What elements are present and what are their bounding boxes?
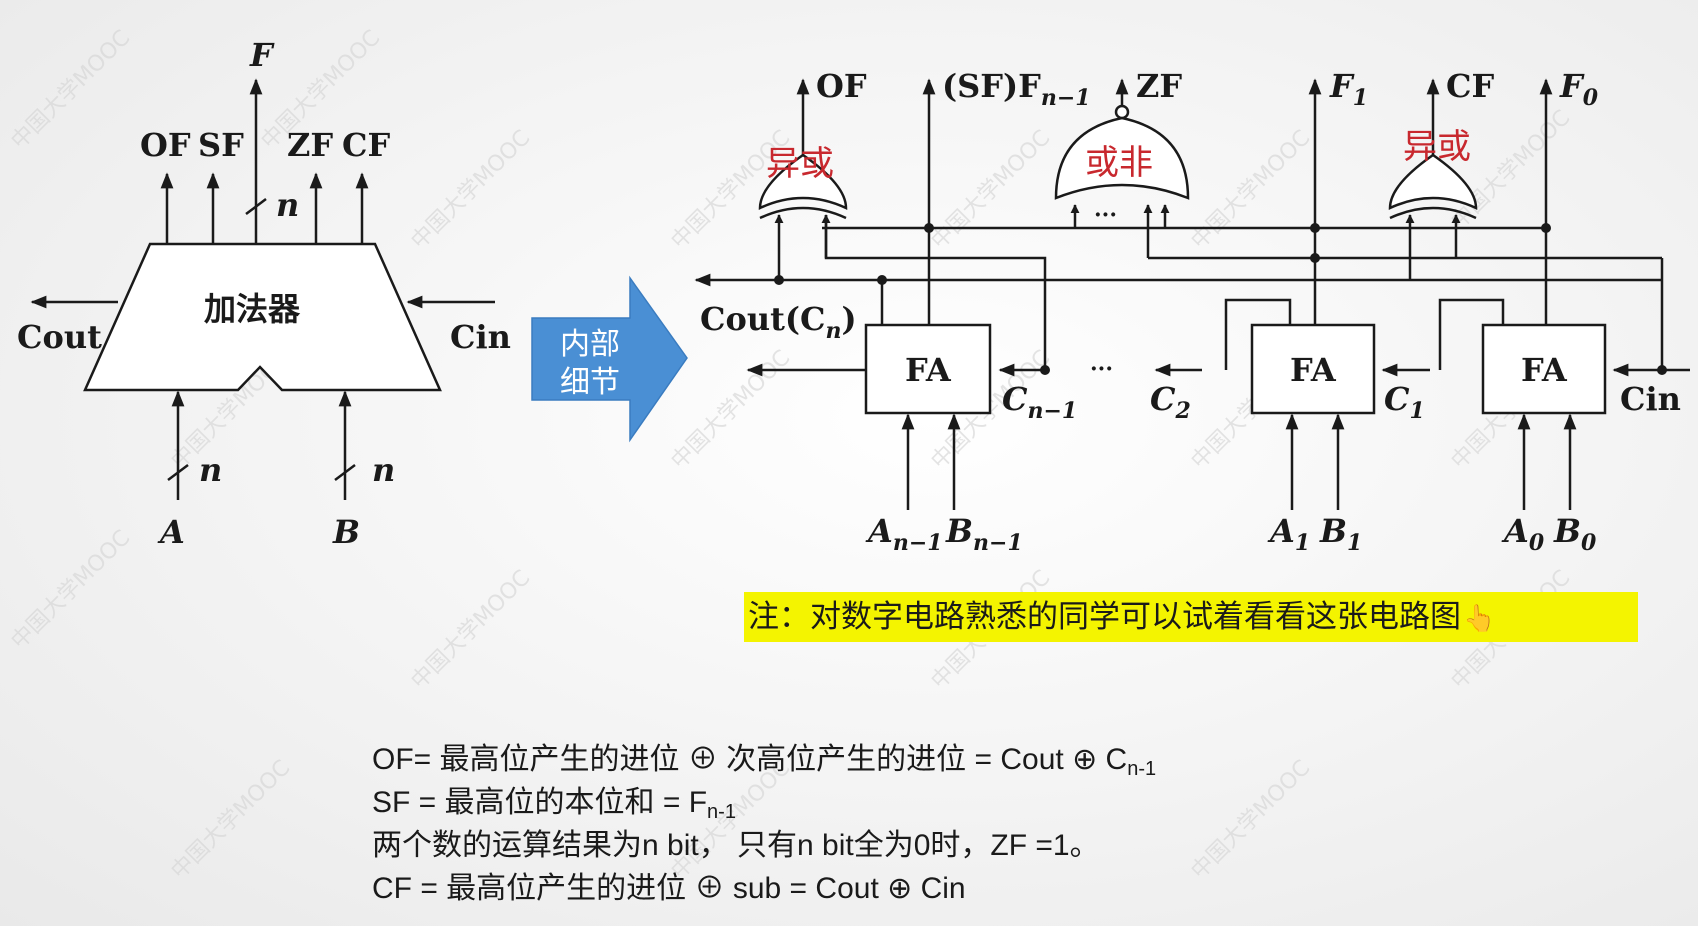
fa-label-n1: FA	[905, 351, 952, 389]
fa-box-0	[1481, 323, 1607, 415]
adder-labels: F OF SF ZF CF n 加法器 Cout Cin n n A B	[17, 36, 511, 551]
b0-label: B0	[1553, 512, 1597, 556]
fa-box-n1	[864, 323, 992, 415]
f-bus-width: n	[276, 186, 299, 224]
a-bus-slash	[167, 464, 189, 481]
xor-left-label: 异或	[766, 144, 834, 184]
formula-of: OF= 最高位产生的进位 ⊕ 次高位产生的进位 = Cout ⊕ Cn-1	[372, 743, 1157, 780]
carry-dots: ···	[1090, 356, 1113, 382]
c1-label: C1	[1384, 380, 1425, 424]
xor-gate-left	[758, 153, 848, 220]
internal-detail-arrow: 内部 细节	[531, 275, 688, 443]
formula-sf: SF = 最高位的本位和 = Fn-1	[372, 786, 736, 823]
sf-label: (SF)Fn−1	[942, 67, 1091, 111]
note-text: 注：对数字电路熟悉的同学可以试着看看这张电路图	[748, 599, 1461, 635]
c2-label: C2	[1150, 380, 1191, 424]
a1-label: A1	[1267, 512, 1310, 556]
adder-block	[30, 78, 495, 500]
highlight-note: 注：对数字电路熟悉的同学可以试着看看这张电路图👆	[744, 592, 1638, 642]
cf-label: CF	[1446, 67, 1494, 105]
arrow-label-line1: 内部	[560, 327, 620, 362]
cout-cn-label: Cout(Cn)	[700, 300, 857, 344]
b-n1-label: Bn−1	[945, 512, 1023, 556]
a0-label: A0	[1501, 512, 1545, 556]
fa-label-0: FA	[1521, 351, 1568, 389]
flag-label-cf: CF	[342, 126, 390, 164]
cin-right-label: Cin	[1620, 380, 1681, 418]
c2-feed	[1224, 298, 1292, 370]
zf-label: ZF	[1136, 67, 1182, 105]
c-n1-label: Cn−1	[1002, 380, 1077, 424]
gates	[758, 104, 1478, 220]
pointing-hand-icon: 👆	[1463, 604, 1496, 634]
svg-text:中国大学MOOC: 中国大学MOOC	[7, 526, 136, 655]
b1-label: B1	[1319, 512, 1362, 556]
nor-label: 或非	[1085, 143, 1153, 183]
flag-label-sf: SF	[198, 126, 244, 164]
nor-gate	[1054, 104, 1190, 200]
cout-label: Cout	[17, 318, 102, 356]
f-bus-slash	[245, 198, 267, 215]
adder-trapezoid	[83, 242, 442, 392]
of-label: OF	[816, 67, 867, 105]
b-bus-slash	[334, 464, 356, 481]
flag-label-zf: ZF	[287, 126, 333, 164]
formula-block: OF= 最高位产生的进位 ⊕ 次高位产生的进位 = Cout ⊕ Cn-1 SF…	[372, 738, 1472, 910]
circuit-wires	[694, 78, 1690, 510]
xor-gate-right	[1388, 153, 1478, 220]
junction-dots	[774, 223, 1667, 375]
cin-label: Cin	[450, 318, 511, 356]
f1-label: F1	[1329, 67, 1368, 111]
a-n1-label: An−1	[865, 512, 943, 556]
fa-label-1: FA	[1290, 351, 1337, 389]
svg-text:中国大学MOOC: 中国大学MOOC	[927, 126, 1056, 255]
flag-label-of: OF	[140, 126, 191, 164]
c1-feed	[1438, 298, 1505, 370]
nor-dots: ···	[1094, 202, 1117, 228]
b-input-label: B	[332, 513, 360, 551]
xor-right-label: 异或	[1403, 127, 1471, 167]
formula-cf: CF = 最高位产生的进位 ⊕ sub = Cout ⊕ Cin	[372, 872, 966, 905]
fa-box-1	[1250, 323, 1376, 415]
b-bus-width: n	[372, 451, 395, 489]
arrow-label-line2: 细节	[560, 365, 620, 400]
adder-title: 加法器	[204, 290, 301, 328]
svg-text:中国大学MOOC: 中国大学MOOC	[407, 566, 536, 695]
formula-zf: 两个数的运算结果为n bit， 只有n bit全为0时，ZF =1。	[372, 829, 1100, 862]
svg-text:中国大学MOOC: 中国大学MOOC	[167, 756, 296, 885]
svg-text:中国大学MOOC: 中国大学MOOC	[407, 126, 536, 255]
svg-text:中国大学MOOC: 中国大学MOOC	[1187, 126, 1316, 255]
svg-text:中国大学MOOC: 中国大学MOOC	[667, 346, 796, 475]
f-output-label: F	[249, 36, 275, 74]
f0-label: F0	[1559, 67, 1599, 111]
svg-text:中国大学MOOC: 中国大学MOOC	[7, 26, 136, 155]
circuit-labels: OF (SF)Fn−1 ZF F1 CF F0 异或 或非 异或 ··· Cou…	[700, 67, 1681, 556]
a-input-label: A	[157, 513, 185, 551]
a-bus-width: n	[199, 451, 222, 489]
